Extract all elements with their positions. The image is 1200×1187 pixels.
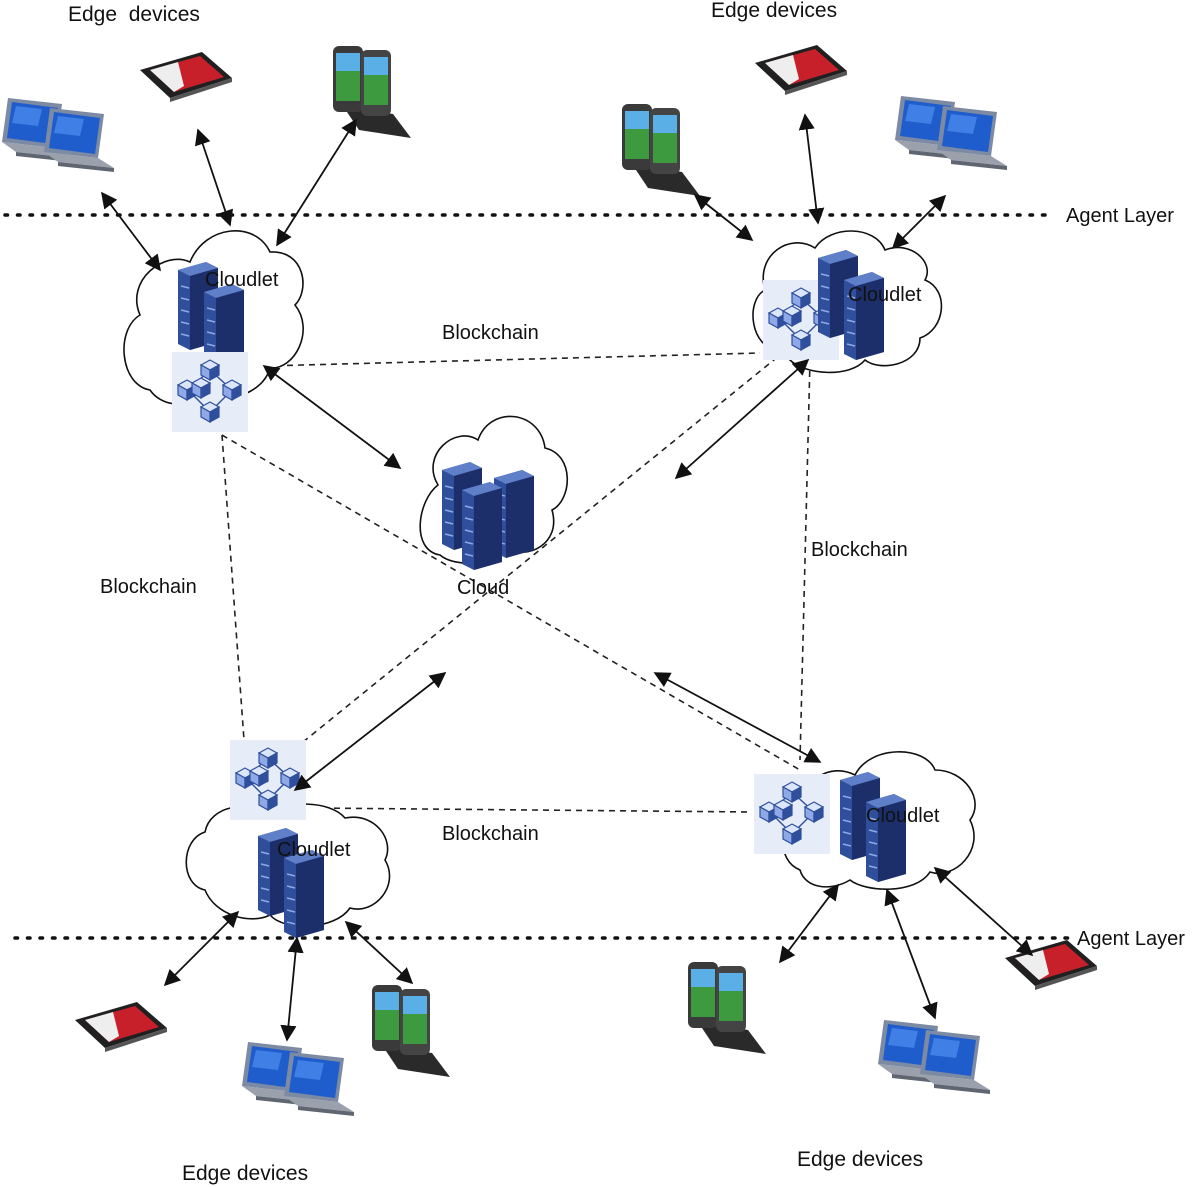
tablet-icon [140, 52, 232, 102]
edge-devices-label-top-right: Edge devices [711, 0, 837, 22]
blockchain-network-icon [230, 740, 306, 820]
cloud-connections [262, 358, 822, 791]
smartphone-icon [622, 104, 700, 196]
laptop-icon [2, 98, 114, 172]
blockchain-label-right: Blockchain [811, 539, 908, 561]
edge-devices-label-bottom-left: Edge devices [182, 1162, 308, 1185]
device-connections [101, 113, 1034, 1042]
laptop-icon [878, 1020, 990, 1094]
cloudlet-label-bottom-left: Cloudlet [277, 839, 351, 861]
blockchain-label-left: Blockchain [100, 576, 197, 598]
edge-devices-label-top-left: Edge devices [68, 3, 200, 26]
cloudlet-label-bottom-right: Cloudlet [866, 805, 940, 827]
agent-layer-label-top: Agent Layer [1066, 205, 1174, 227]
blockchain-label-top: Blockchain [442, 322, 539, 344]
smartphone-icon [688, 962, 766, 1054]
edge-devices-label-bottom-right: Edge devices [797, 1148, 923, 1171]
cloudlet-label-top-right: Cloudlet [848, 284, 922, 306]
cloud-label: Cloud [457, 577, 509, 599]
smartphone-icon [333, 46, 411, 138]
tablet-icon [75, 1002, 167, 1052]
tablet-icon [755, 45, 847, 95]
laptop-icon [242, 1042, 354, 1116]
blockchain-network-icon [754, 774, 830, 854]
blockchain-label-bottom: Blockchain [442, 823, 539, 845]
blockchain-network-icon [172, 352, 248, 432]
cloudlet-label-top-left: Cloudlet [205, 269, 279, 291]
smartphone-icon [372, 985, 450, 1077]
laptop-icon [895, 96, 1007, 170]
agent-layer-label-bottom: Agent Layer [1077, 928, 1185, 950]
